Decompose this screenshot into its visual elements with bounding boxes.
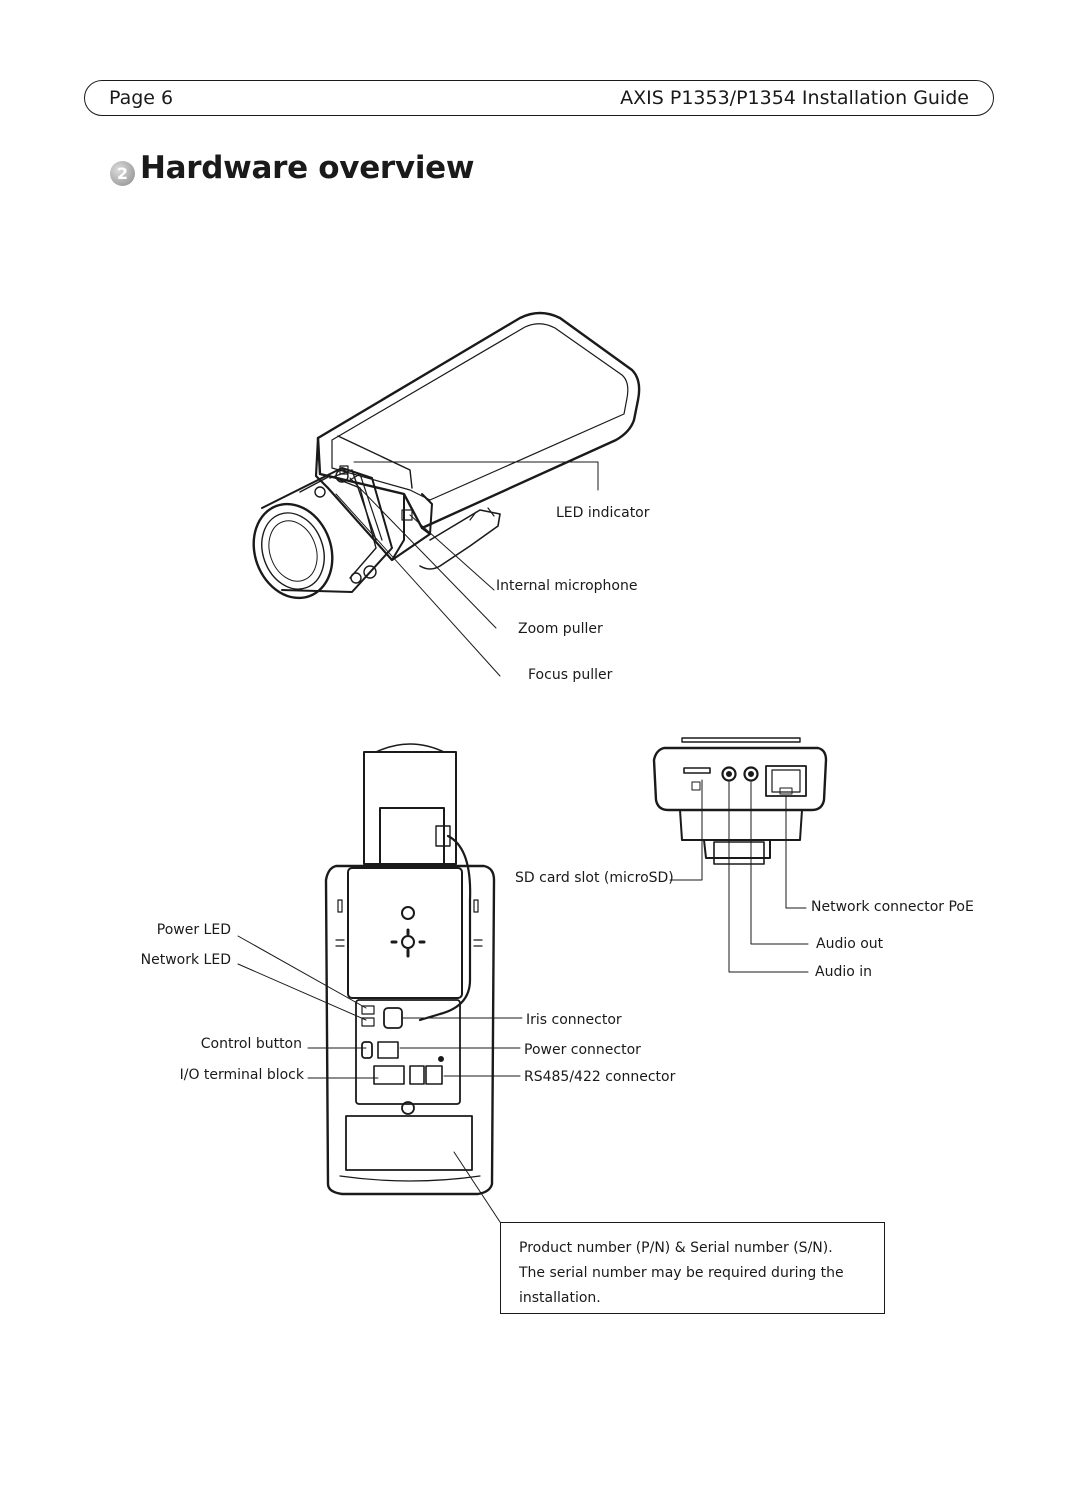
label-control-button: Control button — [200, 1036, 302, 1052]
label-power-connector: Power connector — [524, 1042, 641, 1058]
note-line-3: installation. — [519, 1290, 601, 1306]
note-line-2: The serial number may be required during… — [519, 1265, 844, 1281]
label-audio-in: Audio in — [815, 964, 873, 980]
label-network-connector: Network connector PoE — [811, 899, 974, 915]
camera-rear-view — [324, 743, 496, 1196]
label-power-led: Power LED — [156, 922, 231, 938]
label-network-led: Network LED — [140, 952, 231, 968]
label-internal-microphone: Internal microphone — [496, 578, 638, 594]
page-header: Page 6 AXIS P1353/P1354 Installation Gui… — [84, 80, 994, 116]
label-zoom-puller: Zoom puller — [518, 621, 603, 637]
label-audio-out: Audio out — [816, 936, 884, 952]
label-rs485-connector: RS485/422 connector — [524, 1069, 676, 1085]
section-title: Hardware overview — [140, 150, 475, 186]
serial-number-note: Product number (P/N) & Serial number (S/… — [500, 1222, 885, 1314]
label-led-indicator: LED indicator — [556, 505, 650, 521]
page-number: Page 6 — [109, 87, 174, 109]
rear-view-leaders — [237, 935, 523, 1223]
guide-title: AXIS P1353/P1354 Installation Guide — [620, 87, 969, 109]
label-focus-puller: Focus puller — [528, 667, 613, 683]
note-line-1: Product number (P/N) & Serial number (S/… — [519, 1240, 833, 1256]
label-sd-card-slot: SD card slot (microSD) — [515, 870, 674, 886]
side-view-leaders — [335, 461, 599, 677]
camera-side-view — [252, 311, 641, 600]
camera-back-view — [652, 737, 828, 865]
label-io-terminal-block: I/O terminal block — [179, 1067, 304, 1083]
section-number-badge: 2 — [110, 161, 135, 186]
back-view-leaders — [669, 779, 809, 973]
label-iris-connector: Iris connector — [526, 1012, 622, 1028]
